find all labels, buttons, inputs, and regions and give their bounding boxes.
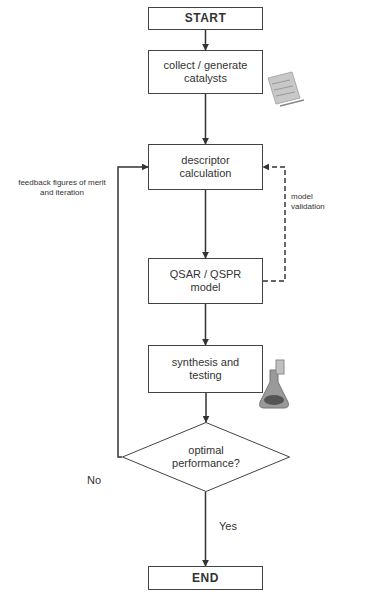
node-label: END — [192, 572, 219, 585]
flow-arrow — [205, 94, 207, 144]
node-text-group: synthesis and testing — [155, 356, 256, 382]
end-terminal: END — [148, 566, 263, 590]
start-terminal: START — [148, 7, 263, 30]
edge-label: No — [86, 474, 102, 486]
node-text-group: START — [185, 12, 227, 25]
flow-arrow — [118, 167, 148, 457]
flow-arrow — [205, 30, 207, 50]
node-label: synthesis and testing — [155, 356, 256, 382]
process-box: synthesis and testing — [148, 345, 263, 393]
node-label: optimal performance? — [158, 444, 254, 470]
node-text-group: collect / generate catalysts — [155, 59, 256, 85]
catalyst-picture — [268, 72, 304, 106]
note-label: feedback figures of merit and iteration — [14, 178, 110, 198]
process-box: descriptor calculation — [148, 144, 263, 190]
node-text-group: optimal performance? — [158, 444, 254, 470]
node-label: QSAR / QSPR model — [155, 268, 256, 294]
lab-flask-picture — [260, 360, 289, 408]
dashed-arrow — [263, 167, 285, 281]
node-text-group: END — [192, 572, 219, 585]
edge-label: Yes — [218, 520, 238, 532]
node-text-group: QSAR / QSPR model — [155, 268, 256, 294]
flow-arrow — [205, 190, 207, 258]
node-text-group: descriptor calculation — [155, 154, 256, 180]
edge-label: model validation — [290, 192, 348, 212]
node-label: collect / generate catalysts — [155, 59, 256, 85]
decision-diamond: optimal performance? — [122, 422, 290, 492]
flow-arrow — [205, 393, 207, 422]
process-box: QSAR / QSPR model — [148, 258, 263, 304]
node-label: descriptor calculation — [155, 154, 256, 180]
node-label: START — [185, 12, 227, 25]
flow-arrow — [205, 492, 207, 566]
flow-arrow — [205, 304, 207, 345]
process-box: collect / generate catalysts — [148, 50, 263, 94]
